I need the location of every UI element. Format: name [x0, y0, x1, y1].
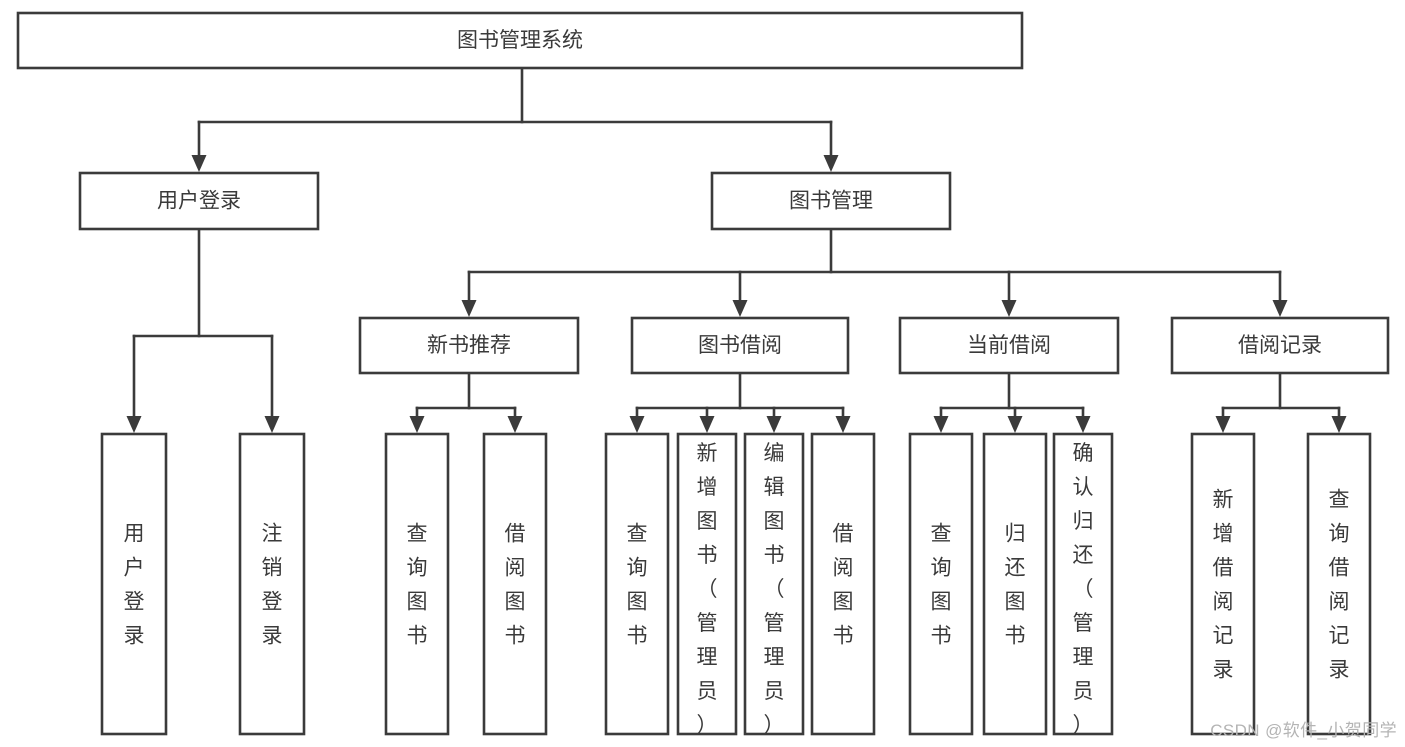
arrow-head-icon	[1075, 416, 1091, 433]
node-box-leaf-user-login	[100, 432, 168, 736]
csdn-watermark: CSDN @软件_小贺同学	[1210, 721, 1397, 740]
node-label-leaf-query-book-2: 查询图书	[627, 522, 648, 647]
node-label-leaf-query-book-3: 查询图书	[931, 522, 952, 647]
node-leaf-user-login[interactable]: 用户登录	[100, 432, 168, 736]
node-leaf-borrow-book-2[interactable]: 借阅图书	[810, 432, 876, 736]
node-label-user-login: 用户登录	[157, 190, 241, 213]
node-label-new-book-recommend: 新书推荐	[427, 334, 511, 357]
node-leaf-query-record[interactable]: 查询借阅记录	[1306, 432, 1372, 736]
node-box-leaf-edit-book	[743, 432, 805, 736]
arrow-head-icon	[126, 416, 142, 433]
node-book-borrow[interactable]: 图书借阅	[630, 316, 850, 375]
node-label-leaf-edit-book: 编辑图书（管理员）	[764, 442, 785, 737]
node-label-borrow-record: 借阅记录	[1238, 334, 1322, 357]
arrow-head-icon	[835, 416, 851, 433]
node-box-current-borrow	[898, 316, 1120, 375]
arrow-head-icon	[699, 416, 715, 433]
arrow-head-icon	[1215, 416, 1231, 433]
node-box-leaf-query-book-3	[908, 432, 974, 736]
node-label-leaf-query-record: 查询借阅记录	[1329, 488, 1350, 681]
arrow-head-icon	[732, 300, 748, 317]
node-box-book-management	[710, 171, 952, 231]
node-leaf-add-book[interactable]: 新增图书（管理员）	[676, 432, 738, 737]
node-label-book-borrow: 图书借阅	[698, 334, 782, 357]
arrow-head-icon	[1001, 300, 1017, 317]
node-root[interactable]: 图书管理系统	[16, 11, 1024, 70]
node-label-leaf-return-book: 归还图书	[1005, 522, 1026, 647]
node-box-leaf-borrow-book-2	[810, 432, 876, 736]
node-leaf-add-record[interactable]: 新增借阅记录	[1190, 432, 1256, 736]
node-leaf-query-book-2[interactable]: 查询图书	[604, 432, 670, 736]
node-box-leaf-query-book-1	[384, 432, 450, 736]
node-box-root	[16, 11, 1024, 70]
arrow-head-icon	[191, 155, 207, 172]
arrow-head-icon	[264, 416, 280, 433]
arrow-head-icon	[409, 416, 425, 433]
arrow-head-icon	[766, 416, 782, 433]
node-label-leaf-borrow-book-2: 借阅图书	[833, 522, 854, 647]
arrow-head-icon	[1331, 416, 1347, 433]
node-label-book-management: 图书管理	[789, 190, 873, 213]
node-leaf-query-book-1[interactable]: 查询图书	[384, 432, 450, 736]
arrow-head-icon	[1007, 416, 1023, 433]
node-box-leaf-query-book-2	[604, 432, 670, 736]
node-box-leaf-logout	[238, 432, 306, 736]
node-book-management[interactable]: 图书管理	[710, 171, 952, 231]
nodes-layer: 图书管理系统用户登录图书管理新书推荐图书借阅当前借阅借阅记录用户登录注销登录查询…	[16, 11, 1390, 737]
node-label-leaf-confirm-return: 确认归还（管理员）	[1073, 442, 1094, 737]
node-current-borrow[interactable]: 当前借阅	[898, 316, 1120, 375]
node-box-leaf-query-record	[1306, 432, 1372, 736]
arrow-head-icon	[823, 155, 839, 172]
node-label-leaf-query-book-1: 查询图书	[407, 522, 428, 647]
node-label-leaf-borrow-book-1: 借阅图书	[505, 522, 526, 647]
node-borrow-record[interactable]: 借阅记录	[1170, 316, 1390, 375]
node-user-login[interactable]: 用户登录	[78, 171, 320, 231]
arrow-head-icon	[507, 416, 523, 433]
node-label-root: 图书管理系统	[457, 29, 583, 52]
node-leaf-query-book-3[interactable]: 查询图书	[908, 432, 974, 736]
node-box-leaf-borrow-book-1	[482, 432, 548, 736]
node-box-leaf-confirm-return	[1052, 432, 1114, 736]
node-new-book-recommend[interactable]: 新书推荐	[358, 316, 580, 375]
node-label-leaf-user-login: 用户登录	[124, 522, 145, 647]
node-leaf-borrow-book-1[interactable]: 借阅图书	[482, 432, 548, 736]
node-leaf-edit-book[interactable]: 编辑图书（管理员）	[743, 432, 805, 737]
node-box-book-borrow	[630, 316, 850, 375]
node-box-leaf-add-record	[1190, 432, 1256, 736]
node-box-user-login	[78, 171, 320, 231]
node-leaf-logout[interactable]: 注销登录	[238, 432, 306, 736]
node-box-leaf-add-book	[676, 432, 738, 736]
node-leaf-return-book[interactable]: 归还图书	[982, 432, 1048, 736]
arrow-head-icon	[1272, 300, 1288, 317]
node-label-current-borrow: 当前借阅	[967, 334, 1051, 357]
arrow-head-icon	[629, 416, 645, 433]
node-box-new-book-recommend	[358, 316, 580, 375]
node-leaf-confirm-return[interactable]: 确认归还（管理员）	[1052, 432, 1114, 737]
node-box-leaf-return-book	[982, 432, 1048, 736]
arrow-head-icon	[933, 416, 949, 433]
node-label-leaf-logout: 注销登录	[262, 522, 283, 647]
node-label-leaf-add-book: 新增图书（管理员）	[697, 442, 718, 737]
node-label-leaf-add-record: 新增借阅记录	[1213, 488, 1234, 681]
connectors-layer	[126, 66, 1347, 433]
node-box-borrow-record	[1170, 316, 1390, 375]
arrow-head-icon	[461, 300, 477, 317]
